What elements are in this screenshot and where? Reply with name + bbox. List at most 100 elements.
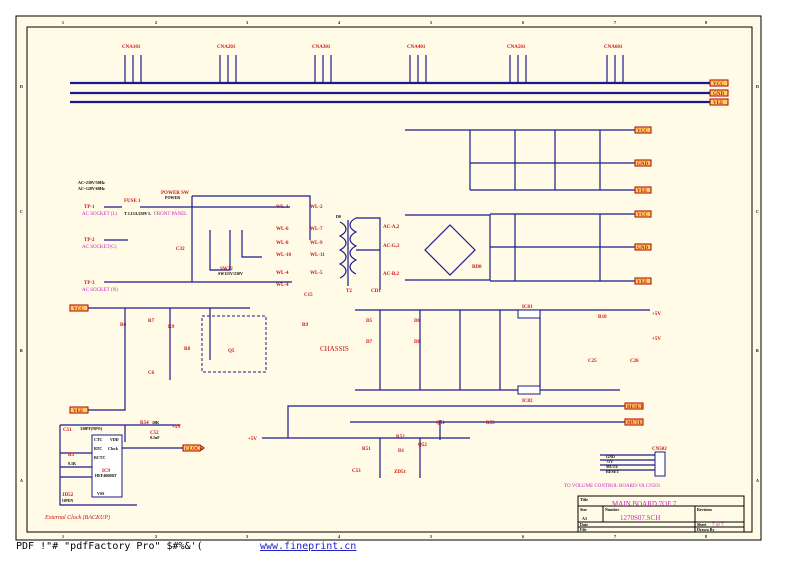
svg-text:WL-4: WL-4	[276, 283, 289, 288]
svg-text:Revision: Revision	[697, 507, 712, 512]
svg-text:MAIN BOARD 7OF 7: MAIN BOARD 7OF 7	[612, 500, 677, 508]
svg-text:D: D	[756, 84, 759, 89]
svg-text:CD1: CD1	[371, 289, 381, 294]
svg-text:C52: C52	[150, 431, 159, 436]
svg-text:A: A	[756, 478, 759, 483]
svg-text:4: 4	[338, 534, 340, 539]
svg-text:1: 1	[62, 534, 64, 539]
svg-text:OPEN: OPEN	[62, 498, 73, 503]
svg-text:VCC: VCC	[637, 129, 648, 134]
svg-text:0.1uF: 0.1uF	[150, 435, 160, 440]
svg-text:C32: C32	[176, 247, 185, 252]
svg-text:D0: D0	[336, 214, 341, 219]
svg-text:TP-3: TP-3	[84, 281, 95, 286]
svg-text:+5V: +5V	[652, 337, 661, 342]
svg-text:Title: Title	[580, 497, 588, 502]
svg-text:AC~120V/60Hz: AC~120V/60Hz	[78, 186, 105, 191]
svg-text:R51: R51	[362, 447, 371, 452]
svg-text:AC SOCKET (N): AC SOCKET (N)	[82, 288, 118, 293]
svg-text:AC~230V/50Hz: AC~230V/50Hz	[78, 180, 105, 185]
svg-text:GND: GND	[606, 454, 615, 459]
svg-text:5: 5	[430, 534, 432, 539]
svg-text:R54: R54	[140, 421, 149, 426]
svg-text:WL-7: WL-7	[310, 227, 323, 232]
svg-text:9.1K: 9.1K	[68, 461, 77, 466]
svg-text:CNA501: CNA501	[507, 45, 526, 50]
svg-text:GND: GND	[637, 162, 649, 167]
svg-text:C26: C26	[630, 359, 639, 364]
svg-text:C15: C15	[304, 293, 313, 298]
svg-text:RESET: RESET	[606, 469, 619, 474]
svg-text:CNA201: CNA201	[217, 45, 236, 50]
svg-text:C: C	[756, 209, 759, 214]
svg-text:6: 6	[522, 534, 524, 539]
svg-text:330PF(NPO): 330PF(NPO)	[80, 426, 103, 431]
svg-text:3: 3	[246, 534, 248, 539]
svg-text:TO VOLUME CONTROL BOARD-VA CN5: TO VOLUME CONTROL BOARD-VA CN501	[564, 484, 661, 489]
footer-text: PDF !"# "pdfFactory Pro" $#%&'(	[16, 541, 203, 552]
svg-text:CTC: CTC	[94, 437, 103, 442]
svg-text:WL-8: WL-8	[276, 241, 289, 246]
svg-text:7 of 7: 7 of 7	[712, 523, 724, 528]
svg-text:VSS: VSS	[97, 491, 105, 496]
svg-text:FRONT PANEL: FRONT PANEL	[154, 212, 187, 217]
svg-text:TP-2: TP-2	[84, 238, 95, 243]
svg-text:7: 7	[614, 534, 616, 539]
svg-text:WL-10: WL-10	[276, 253, 292, 258]
svg-text:RTC: RTC	[94, 446, 102, 451]
svg-text:Size: Size	[580, 507, 587, 512]
svg-text:External Clock (BACKUP): External Clock (BACKUP)	[44, 514, 110, 521]
svg-text:SW115V/230V: SW115V/230V	[218, 271, 243, 276]
svg-text:R52: R52	[396, 435, 405, 440]
svg-text:R9: R9	[302, 323, 309, 328]
svg-text:IC9: IC9	[102, 469, 111, 474]
svg-text:WL-1: WL-1	[276, 205, 289, 210]
svg-text:TP-1: TP-1	[84, 205, 95, 210]
power-bus: VCC GND VEE	[70, 79, 729, 106]
svg-text:R5: R5	[68, 453, 75, 458]
filter-capacitor-rails: VCC GND VEE VCC GND VEE	[405, 126, 652, 285]
svg-text:C51: C51	[63, 428, 72, 433]
svg-text:R8: R8	[184, 347, 191, 352]
svg-text:Q5: Q5	[228, 349, 235, 354]
svg-text:MUTE: MUTE	[627, 421, 643, 426]
svg-text:+5V: +5V	[172, 425, 181, 430]
svg-text:C6: C6	[148, 371, 155, 376]
title-block: Title MAIN BOARD 7OF 7 Size A3 Number 12…	[577, 495, 745, 533]
svg-text:7: 7	[614, 20, 616, 25]
svg-text:CNA401: CNA401	[407, 45, 426, 50]
svg-text:R7: R7	[148, 319, 155, 324]
svg-text:Sheet: Sheet	[697, 522, 707, 527]
svg-text:D1: D1	[398, 449, 405, 454]
svg-text:CN502: CN502	[652, 447, 667, 452]
svg-text:C: C	[20, 209, 23, 214]
svg-text:AC-G,2: AC-G,2	[383, 244, 400, 249]
svg-text:POWER: POWER	[165, 195, 180, 200]
svg-text:6: 6	[522, 20, 524, 25]
svg-text:VEE: VEE	[73, 409, 84, 414]
svg-text:R6: R6	[120, 323, 127, 328]
connector-bank: CNA101 CNA201 CNA301 CNA401 CNA501 CNA60…	[122, 45, 624, 83]
svg-text:1: 1	[62, 20, 64, 25]
footer-link[interactable]: www.fineprint.cn	[260, 541, 357, 552]
svg-text:D5: D5	[366, 319, 373, 324]
svg-text:+5V: +5V	[606, 459, 613, 464]
svg-text:B: B	[20, 348, 23, 353]
svg-text:CNA301: CNA301	[312, 45, 331, 50]
svg-text:CLOCK: CLOCK	[185, 447, 203, 452]
svg-text:WL-9: WL-9	[310, 241, 323, 246]
svg-text:VCC: VCC	[713, 82, 724, 87]
svg-text:POWER SW: POWER SW	[161, 191, 189, 196]
svg-text:WL-11: WL-11	[310, 253, 325, 258]
svg-text:B: B	[756, 348, 759, 353]
svg-text:CNA101: CNA101	[122, 45, 141, 50]
svg-text:T2: T2	[346, 289, 352, 294]
svg-text:IC82: IC82	[522, 399, 533, 404]
svg-text:R53: R53	[486, 421, 495, 426]
svg-text:1270S07.SCH: 1270S07.SCH	[620, 514, 660, 522]
svg-text:VEE: VEE	[637, 280, 648, 285]
svg-text:Number: Number	[605, 507, 619, 512]
svg-text:A: A	[20, 478, 23, 483]
svg-text:ZD51: ZD51	[394, 470, 406, 475]
